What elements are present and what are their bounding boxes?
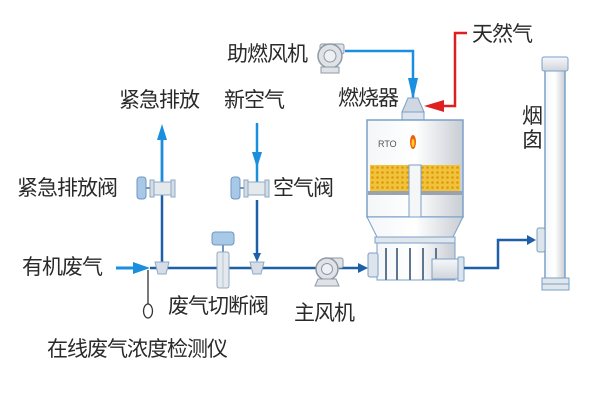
combustion-fan-icon	[317, 43, 345, 74]
tee-junction-1	[154, 261, 170, 275]
label-fresh-air: 新空气	[224, 88, 285, 112]
label-emergency-discharge: 紧急排放	[119, 88, 200, 112]
label-online-analyzer: 在线废气浓度检测仪	[47, 337, 228, 361]
label-rto: RTO	[378, 139, 397, 149]
shutoff-valve-icon	[211, 231, 235, 289]
label-shutoff-valve: 废气切断阀	[168, 294, 269, 318]
emergency-discharge-line	[157, 124, 167, 265]
label-chimney: 烟囱	[522, 104, 543, 153]
inlet-arrow	[116, 262, 150, 274]
main-fan-icon	[314, 257, 344, 287]
exhaust-line	[464, 235, 536, 270]
label-main-fan: 主风机	[294, 301, 355, 325]
fresh-air-line	[252, 123, 262, 262]
tee-junction-2	[249, 261, 265, 275]
label-combustion-fan: 助燃风机	[227, 42, 308, 66]
label-emergency-valve: 紧急排放阀	[17, 176, 118, 200]
label-air-valve: 空气阀	[273, 176, 334, 200]
online-analyzer-icon	[142, 270, 154, 319]
natural-gas-line	[424, 31, 467, 112]
label-organic-waste-gas: 有机废气	[22, 255, 103, 279]
label-natural-gas: 天然气	[472, 22, 533, 46]
combustion-air-line	[345, 49, 418, 100]
emergency-valve-icon	[136, 176, 176, 200]
rto-unit	[366, 119, 465, 282]
air-valve-icon	[230, 176, 270, 200]
label-burner: 燃烧器	[338, 86, 399, 110]
chimney-icon	[536, 56, 570, 291]
